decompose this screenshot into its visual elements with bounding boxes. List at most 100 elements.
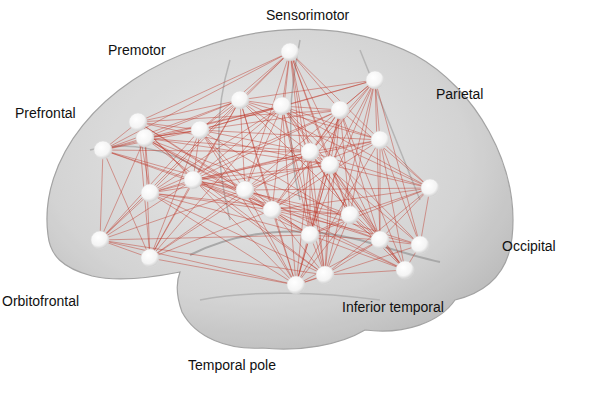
connection-line xyxy=(103,150,310,152)
connection-line xyxy=(103,150,272,210)
region-label: Temporal pole xyxy=(188,357,276,373)
connection-line xyxy=(330,165,430,188)
brain-outline xyxy=(47,29,513,349)
region-sphere xyxy=(341,206,359,224)
region-sphere xyxy=(236,181,254,199)
connection-line xyxy=(150,258,296,285)
connection-line xyxy=(138,52,290,122)
connection-line xyxy=(245,140,380,190)
connection-line xyxy=(340,110,430,188)
connection-line xyxy=(100,193,150,240)
connection-line xyxy=(380,188,430,240)
connection-line xyxy=(272,210,296,285)
connection-line xyxy=(245,190,296,285)
connection-line xyxy=(103,52,290,150)
region-sphere xyxy=(396,261,414,279)
region-sphere xyxy=(136,129,154,147)
connection-line xyxy=(200,130,380,140)
connection-line xyxy=(138,122,200,130)
region-sphere xyxy=(411,236,429,254)
region-label: Premotor xyxy=(108,42,166,58)
connection-line xyxy=(380,140,405,270)
region-sphere xyxy=(316,266,334,284)
connection-line xyxy=(310,188,430,235)
connection-line xyxy=(245,190,420,245)
connection-line xyxy=(100,190,245,240)
connection-line xyxy=(138,110,340,122)
region-sphere xyxy=(366,71,384,89)
connection-line xyxy=(193,140,380,180)
connection-line xyxy=(325,270,405,275)
connection-line xyxy=(145,138,310,235)
region-sphere xyxy=(301,143,319,161)
region-sphere xyxy=(141,184,159,202)
region-sphere xyxy=(287,276,305,294)
region-sphere xyxy=(129,113,147,131)
connection-line xyxy=(272,210,405,270)
connection-line xyxy=(296,240,380,285)
connection-line xyxy=(145,138,330,165)
sulcus xyxy=(200,293,380,300)
region-label: Sensorimotor xyxy=(266,7,349,23)
connection-line xyxy=(282,106,430,188)
connection-line xyxy=(245,188,430,190)
connection-line xyxy=(200,80,375,130)
connection-line xyxy=(100,180,193,240)
connection-line xyxy=(310,152,350,215)
region-label: Inferior temporal xyxy=(342,299,444,315)
region-sphere xyxy=(371,131,389,149)
region-label: Parietal xyxy=(436,86,483,102)
connection-line xyxy=(138,122,330,165)
connection-line xyxy=(200,130,272,210)
connection-line xyxy=(272,210,325,275)
region-label: Prefrontal xyxy=(15,105,76,121)
connection-line xyxy=(103,130,200,150)
connection-line xyxy=(340,110,405,270)
connection-line xyxy=(350,215,405,270)
region-sphere xyxy=(371,231,389,249)
region-sphere xyxy=(191,121,209,139)
region-label: Occipital xyxy=(502,238,556,254)
connection-line xyxy=(138,122,296,285)
connection-line xyxy=(310,235,380,240)
region-sphere xyxy=(273,97,291,115)
connection-line xyxy=(375,80,380,240)
region-label: Orbitofrontal xyxy=(2,293,79,309)
connection-line xyxy=(310,140,380,152)
region-sphere xyxy=(263,201,281,219)
region-sphere xyxy=(141,249,159,267)
connection-line xyxy=(150,193,296,285)
connection-line xyxy=(200,130,245,190)
connection-line xyxy=(380,140,381,240)
connection-lines xyxy=(100,52,430,285)
connection-line xyxy=(310,235,405,270)
region-sphere xyxy=(301,226,319,244)
connection-line xyxy=(310,152,430,188)
region-sphere xyxy=(91,231,109,249)
connection-line xyxy=(350,188,430,215)
connection-line xyxy=(245,190,405,270)
connection-line xyxy=(200,130,380,240)
connection-line xyxy=(272,80,375,210)
region-sphere xyxy=(421,179,439,197)
connection-line xyxy=(296,245,420,285)
region-sphere xyxy=(331,101,349,119)
connection-line xyxy=(330,165,380,240)
connection-line xyxy=(100,240,296,285)
connection-line xyxy=(330,80,375,165)
network-nodes xyxy=(91,43,439,294)
region-sphere xyxy=(281,43,299,61)
connection-line xyxy=(193,110,340,180)
connection-line xyxy=(350,80,375,215)
connection-line xyxy=(325,215,350,275)
connection-line xyxy=(100,150,103,240)
connection-line xyxy=(100,130,200,240)
connection-line xyxy=(325,188,430,275)
connection-line xyxy=(325,80,375,275)
connection-line xyxy=(325,240,380,275)
connection-line xyxy=(150,190,245,258)
region-sphere xyxy=(231,91,249,109)
region-sphere xyxy=(321,156,339,174)
